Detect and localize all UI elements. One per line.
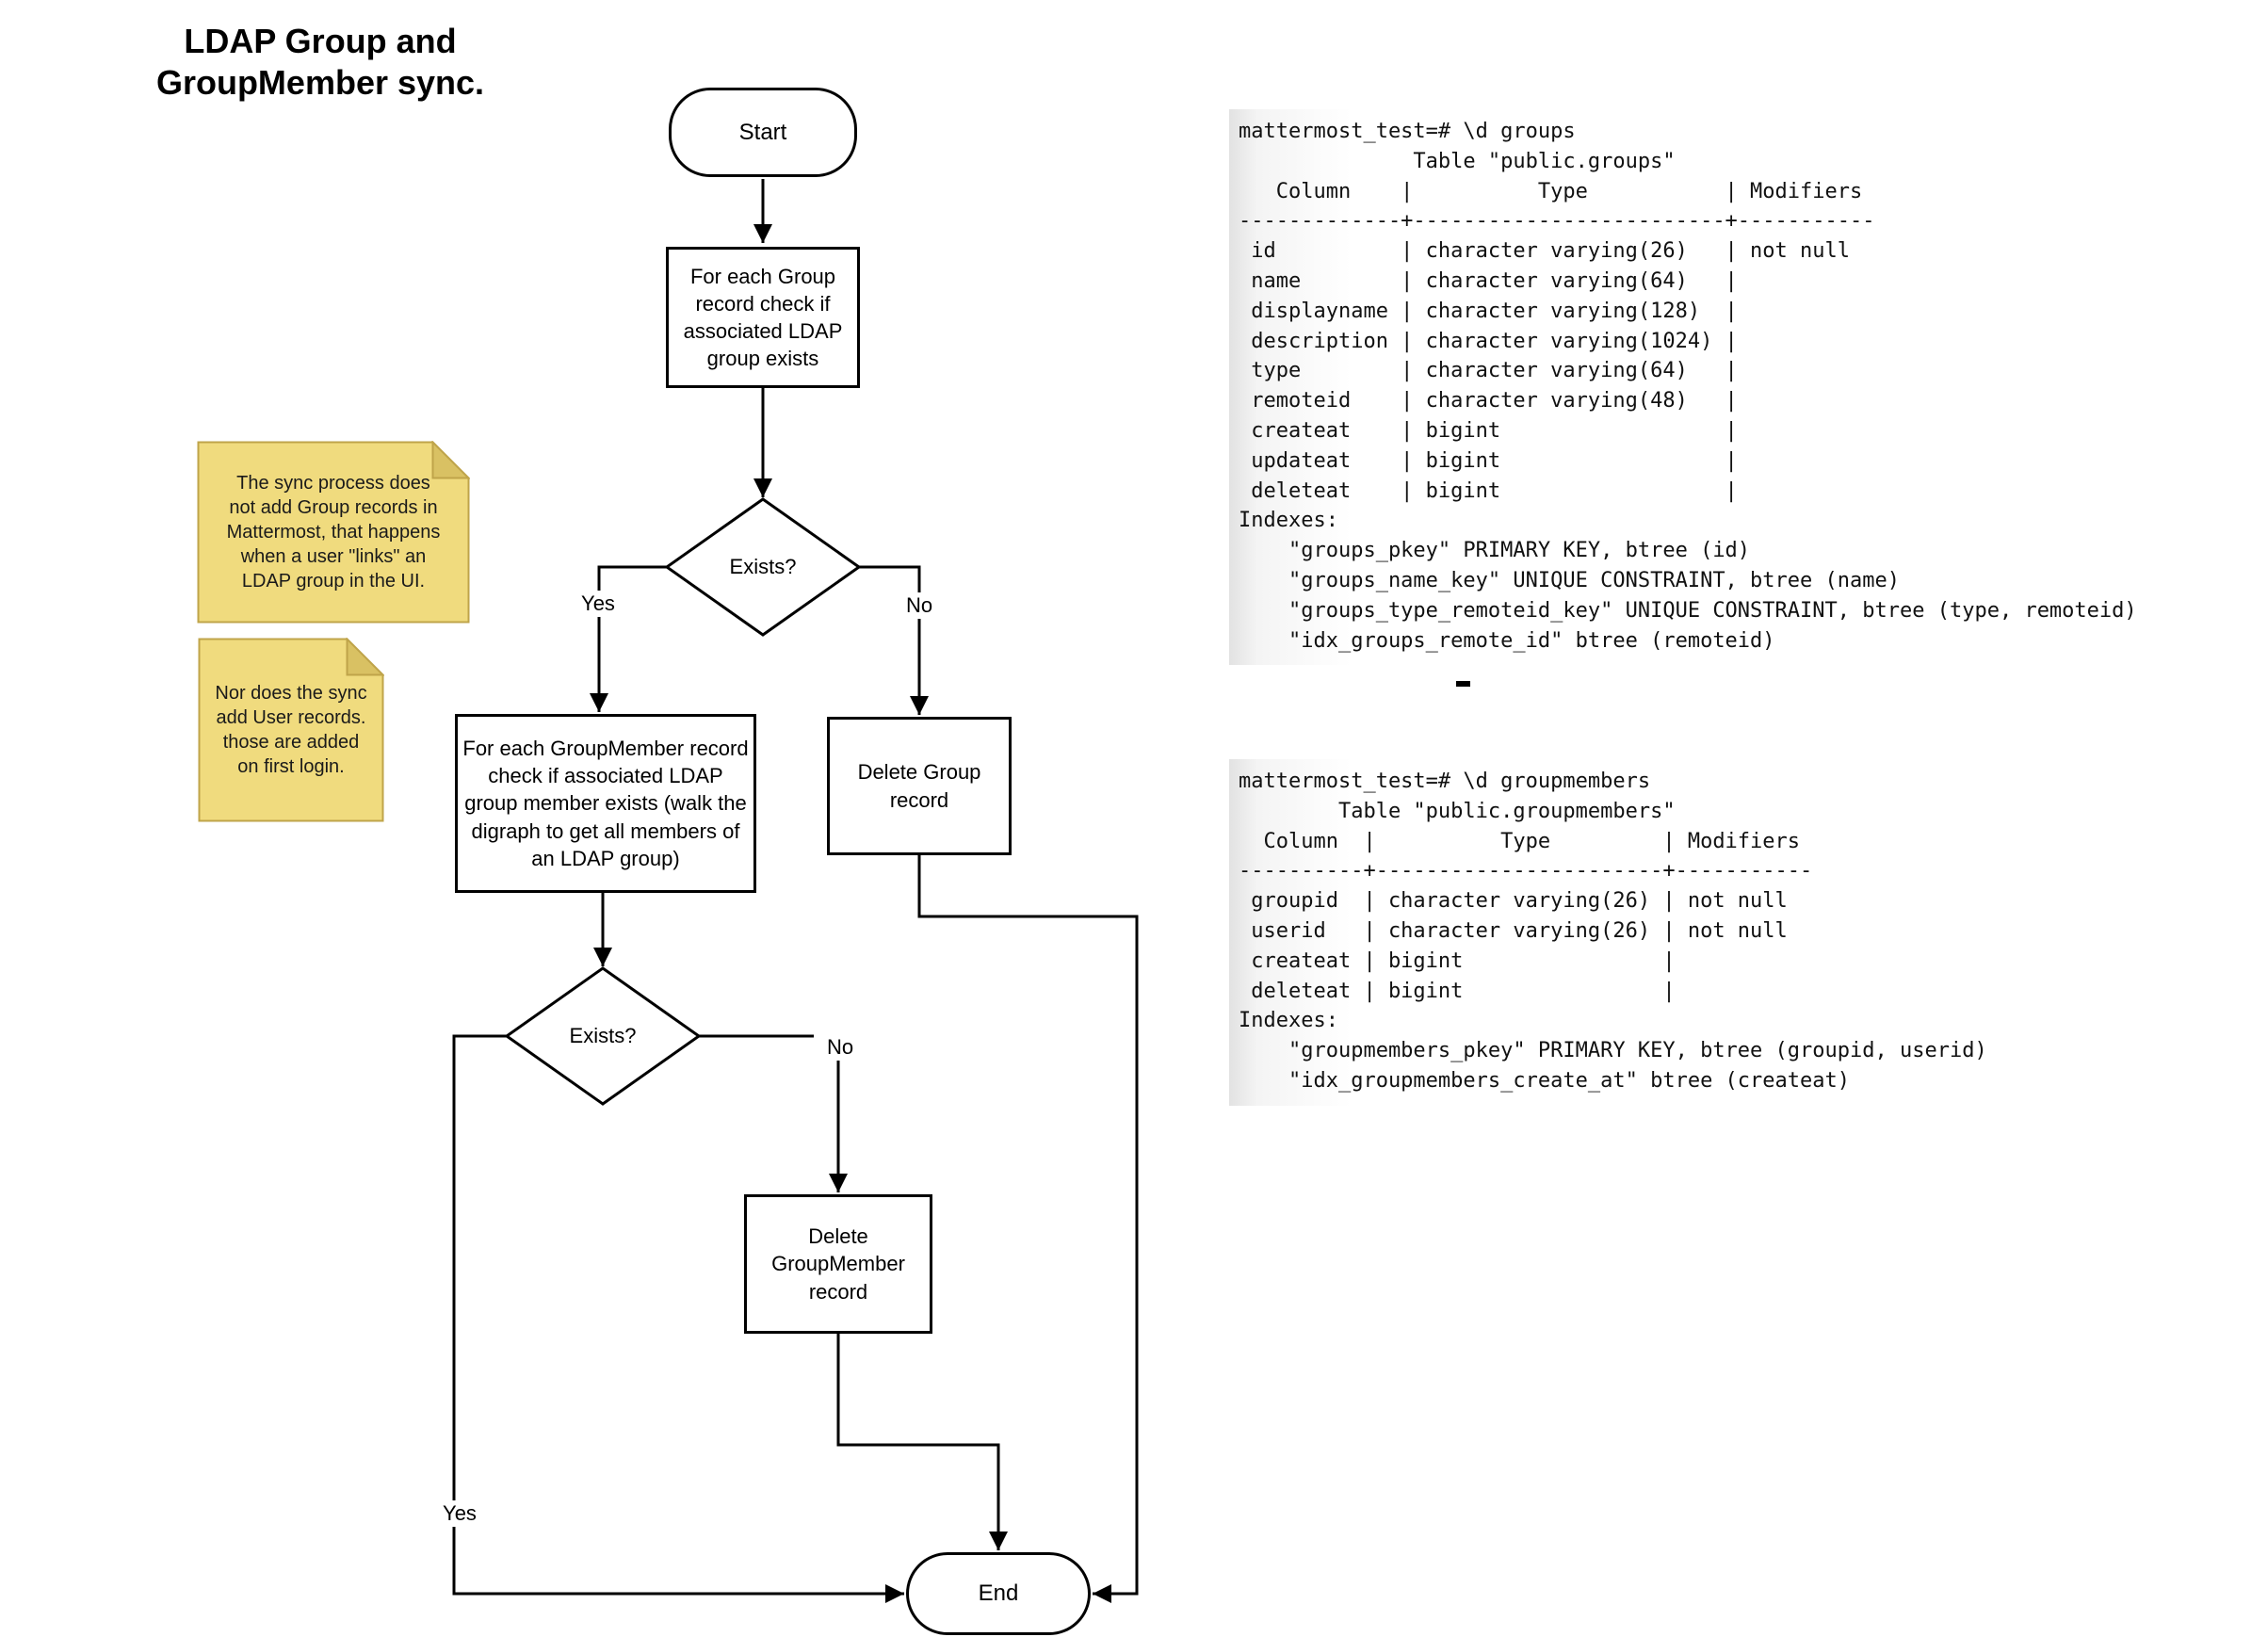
edge-delete-group-to-end [917, 855, 1139, 1603]
page-title: LDAP Group and GroupMember sync. [155, 22, 485, 102]
decision1-diamond [664, 497, 862, 637]
sticky-note-user-sync: Nor does the sync add User records. thos… [198, 637, 385, 822]
sticky-note-text: The sync process does not add Group reco… [226, 473, 441, 592]
edge-decision1-yes-to-process2 [590, 565, 667, 712]
edge-decision1-no-to-delete-group [859, 565, 929, 715]
terminal-output-groupmembers: mattermost_test=# \d groupmembers Table … [1229, 759, 1987, 1106]
note-fold-icon [346, 637, 385, 676]
decision1-label: Exists? [729, 555, 797, 578]
sticky-note-shape [197, 440, 471, 624]
delete-group-node: Delete Group record [827, 717, 1012, 855]
note-fold-icon [431, 440, 471, 479]
sticky-note-shape [198, 637, 385, 822]
edge-delete-groupmember-to-end [836, 1334, 1008, 1550]
process2-node: For each GroupMember record check if ass… [455, 714, 756, 893]
process1-node: For each Group record check if associate… [666, 247, 860, 388]
decision2-diamond [504, 966, 702, 1106]
sticky-note-text: Nor does the sync add User records. thos… [215, 683, 367, 777]
end-node: End [906, 1552, 1091, 1635]
edge-label-yes-1: Yes [570, 591, 626, 617]
start-node: Start [669, 88, 857, 177]
edge-label-yes-2: Yes [431, 1500, 488, 1527]
sticky-note-group-sync: The sync process does not add Group reco… [197, 440, 471, 624]
terminal-output-groups: mattermost_test=# \d groups Table "publi… [1229, 109, 2163, 666]
collapse-dash-icon [1456, 681, 1470, 687]
edge-decision2-yes-to-end [452, 1034, 904, 1603]
terminal-text-groupmembers: mattermost_test=# \d groupmembers Table … [1239, 770, 1987, 1093]
delete-groupmember-node: Delete GroupMember record [744, 1194, 932, 1334]
terminal-text-groups: mattermost_test=# \d groups Table "publi… [1239, 120, 2137, 653]
decision2-label: Exists? [569, 1024, 637, 1047]
edge-label-no-1: No [893, 592, 946, 619]
edge-label-no-2: No [814, 1034, 867, 1061]
